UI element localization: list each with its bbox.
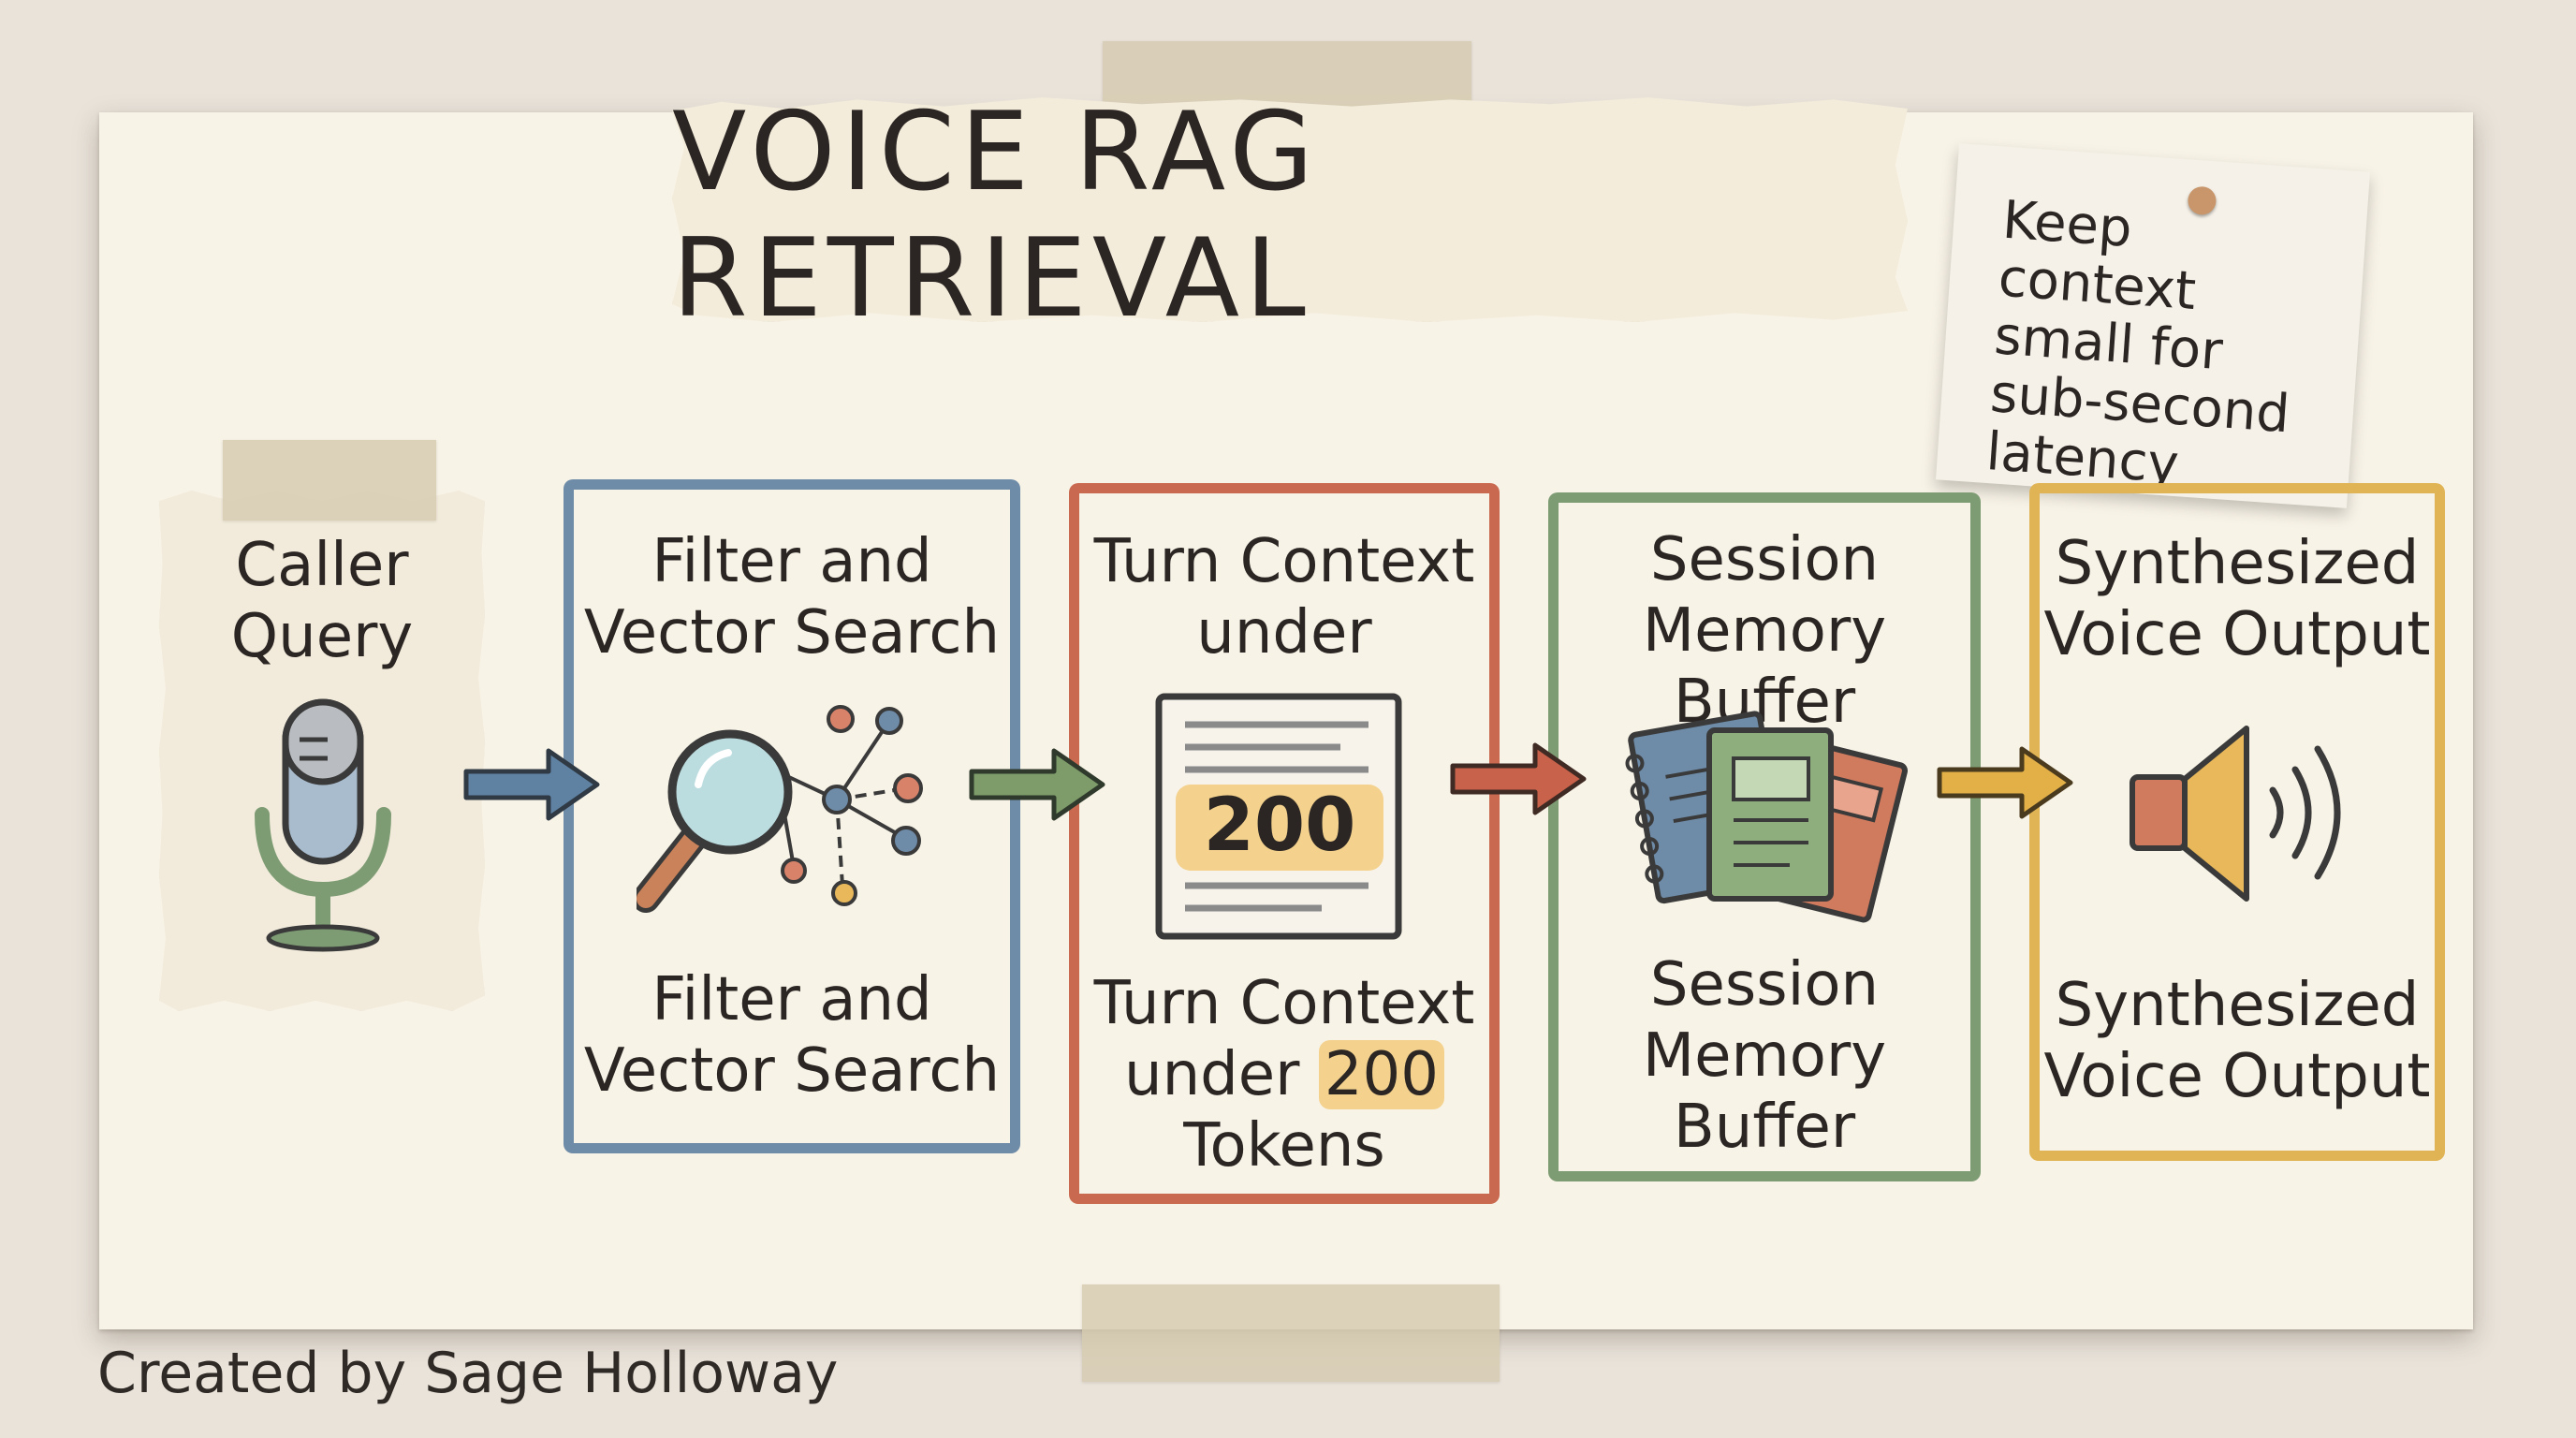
microphone-icon <box>255 698 391 952</box>
step-context-caption: Turn Context under 200 Tokens <box>1093 969 1475 1181</box>
step-context-card <box>1069 483 1500 1204</box>
arrow-icon-4 <box>1937 746 2073 819</box>
arrow-icon-2 <box>969 748 1105 821</box>
sticky-note-text: Keep context small for sub-second latenc… <box>1984 190 2322 504</box>
tape-query <box>223 440 436 521</box>
arrow-icon-1 <box>463 748 600 821</box>
step-memory-title: Session Memory Buffer <box>1642 525 1887 737</box>
step-vector-search-card <box>564 479 1020 1153</box>
step-voice-title: Synthesized Voice Output <box>2043 529 2431 669</box>
token-count-badge: 200 <box>1203 784 1356 868</box>
tape-bottom <box>1082 1284 1500 1382</box>
magnifier-network-icon <box>637 705 923 913</box>
step-memory-caption: Session Memory Buffer <box>1642 950 1887 1162</box>
step-memory-card <box>1548 492 1981 1181</box>
page-title: VOICE RAG RETRIEVAL <box>672 89 1320 342</box>
step-vector-search-title: Filter and Vector Search <box>583 527 1001 668</box>
step-voice-caption: Synthesized Voice Output <box>2043 971 2431 1111</box>
step-context-title: Turn Context under <box>1093 527 1475 668</box>
arrow-icon-3 <box>1450 742 1587 815</box>
notebooks-icon <box>1625 711 1909 923</box>
credit-text: Created by Sage Holloway <box>97 1341 839 1406</box>
document-icon <box>1155 693 1402 940</box>
sticky-note: Keep context small for sub-second latenc… <box>1935 143 2371 508</box>
step-caller-query-title: Caller Query <box>230 531 414 671</box>
speaker-icon <box>2130 726 2341 902</box>
title-banner <box>672 97 1908 322</box>
step-voice-card <box>2029 483 2445 1161</box>
step-vector-search-caption: Filter and Vector Search <box>583 965 1001 1106</box>
token-highlight: 200 <box>1318 1040 1444 1109</box>
